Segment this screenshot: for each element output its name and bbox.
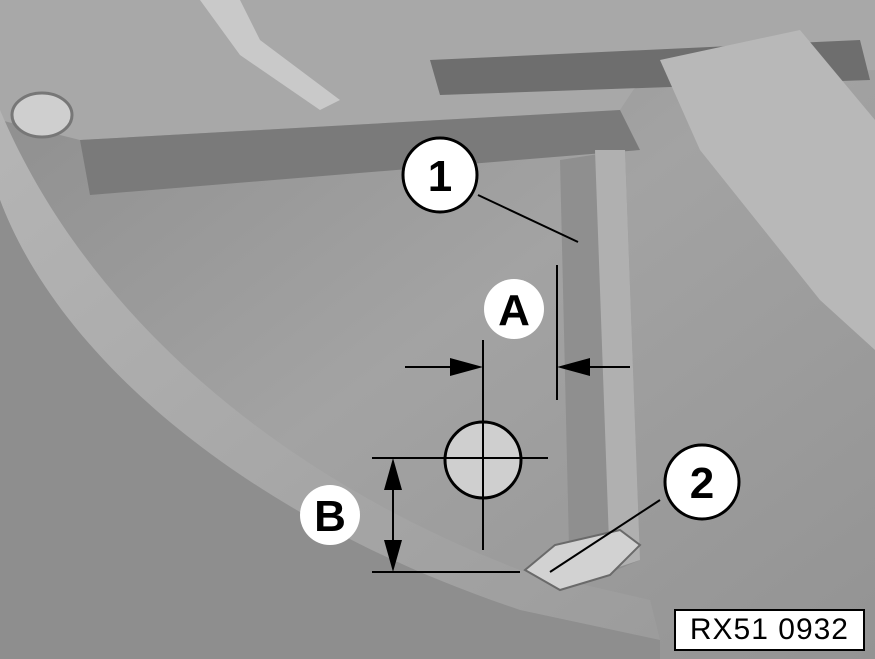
dim-b-arrow-top — [384, 458, 402, 490]
lower-area — [0, 200, 660, 659]
dim-a-text: A — [498, 286, 530, 335]
dim-b-arrow-bottom — [384, 540, 402, 572]
callout-2-label: 2 — [690, 459, 714, 508]
leader-1 — [477, 194, 579, 243]
curved-rail — [0, 110, 660, 640]
dim-b-text: B — [314, 492, 346, 541]
callout-1: 1 — [401, 136, 479, 214]
dimension-b-label: B — [300, 485, 360, 545]
dimension-a-label: A — [484, 279, 544, 339]
vertical-panel-edge — [595, 150, 640, 570]
dim-a-arrow-right-head — [557, 358, 590, 376]
shelf-edge — [80, 110, 640, 195]
callout-1-label: 1 — [428, 152, 452, 201]
retaining-tab — [523, 528, 642, 592]
reference-code: RX51 0932 — [673, 609, 865, 651]
mount-eye — [10, 91, 74, 139]
leader-2 — [549, 499, 661, 573]
right-housing — [660, 30, 875, 350]
clip-top — [200, 0, 340, 110]
callout-2: 2 — [663, 443, 741, 521]
dim-a-arrow-left-head — [450, 358, 483, 376]
